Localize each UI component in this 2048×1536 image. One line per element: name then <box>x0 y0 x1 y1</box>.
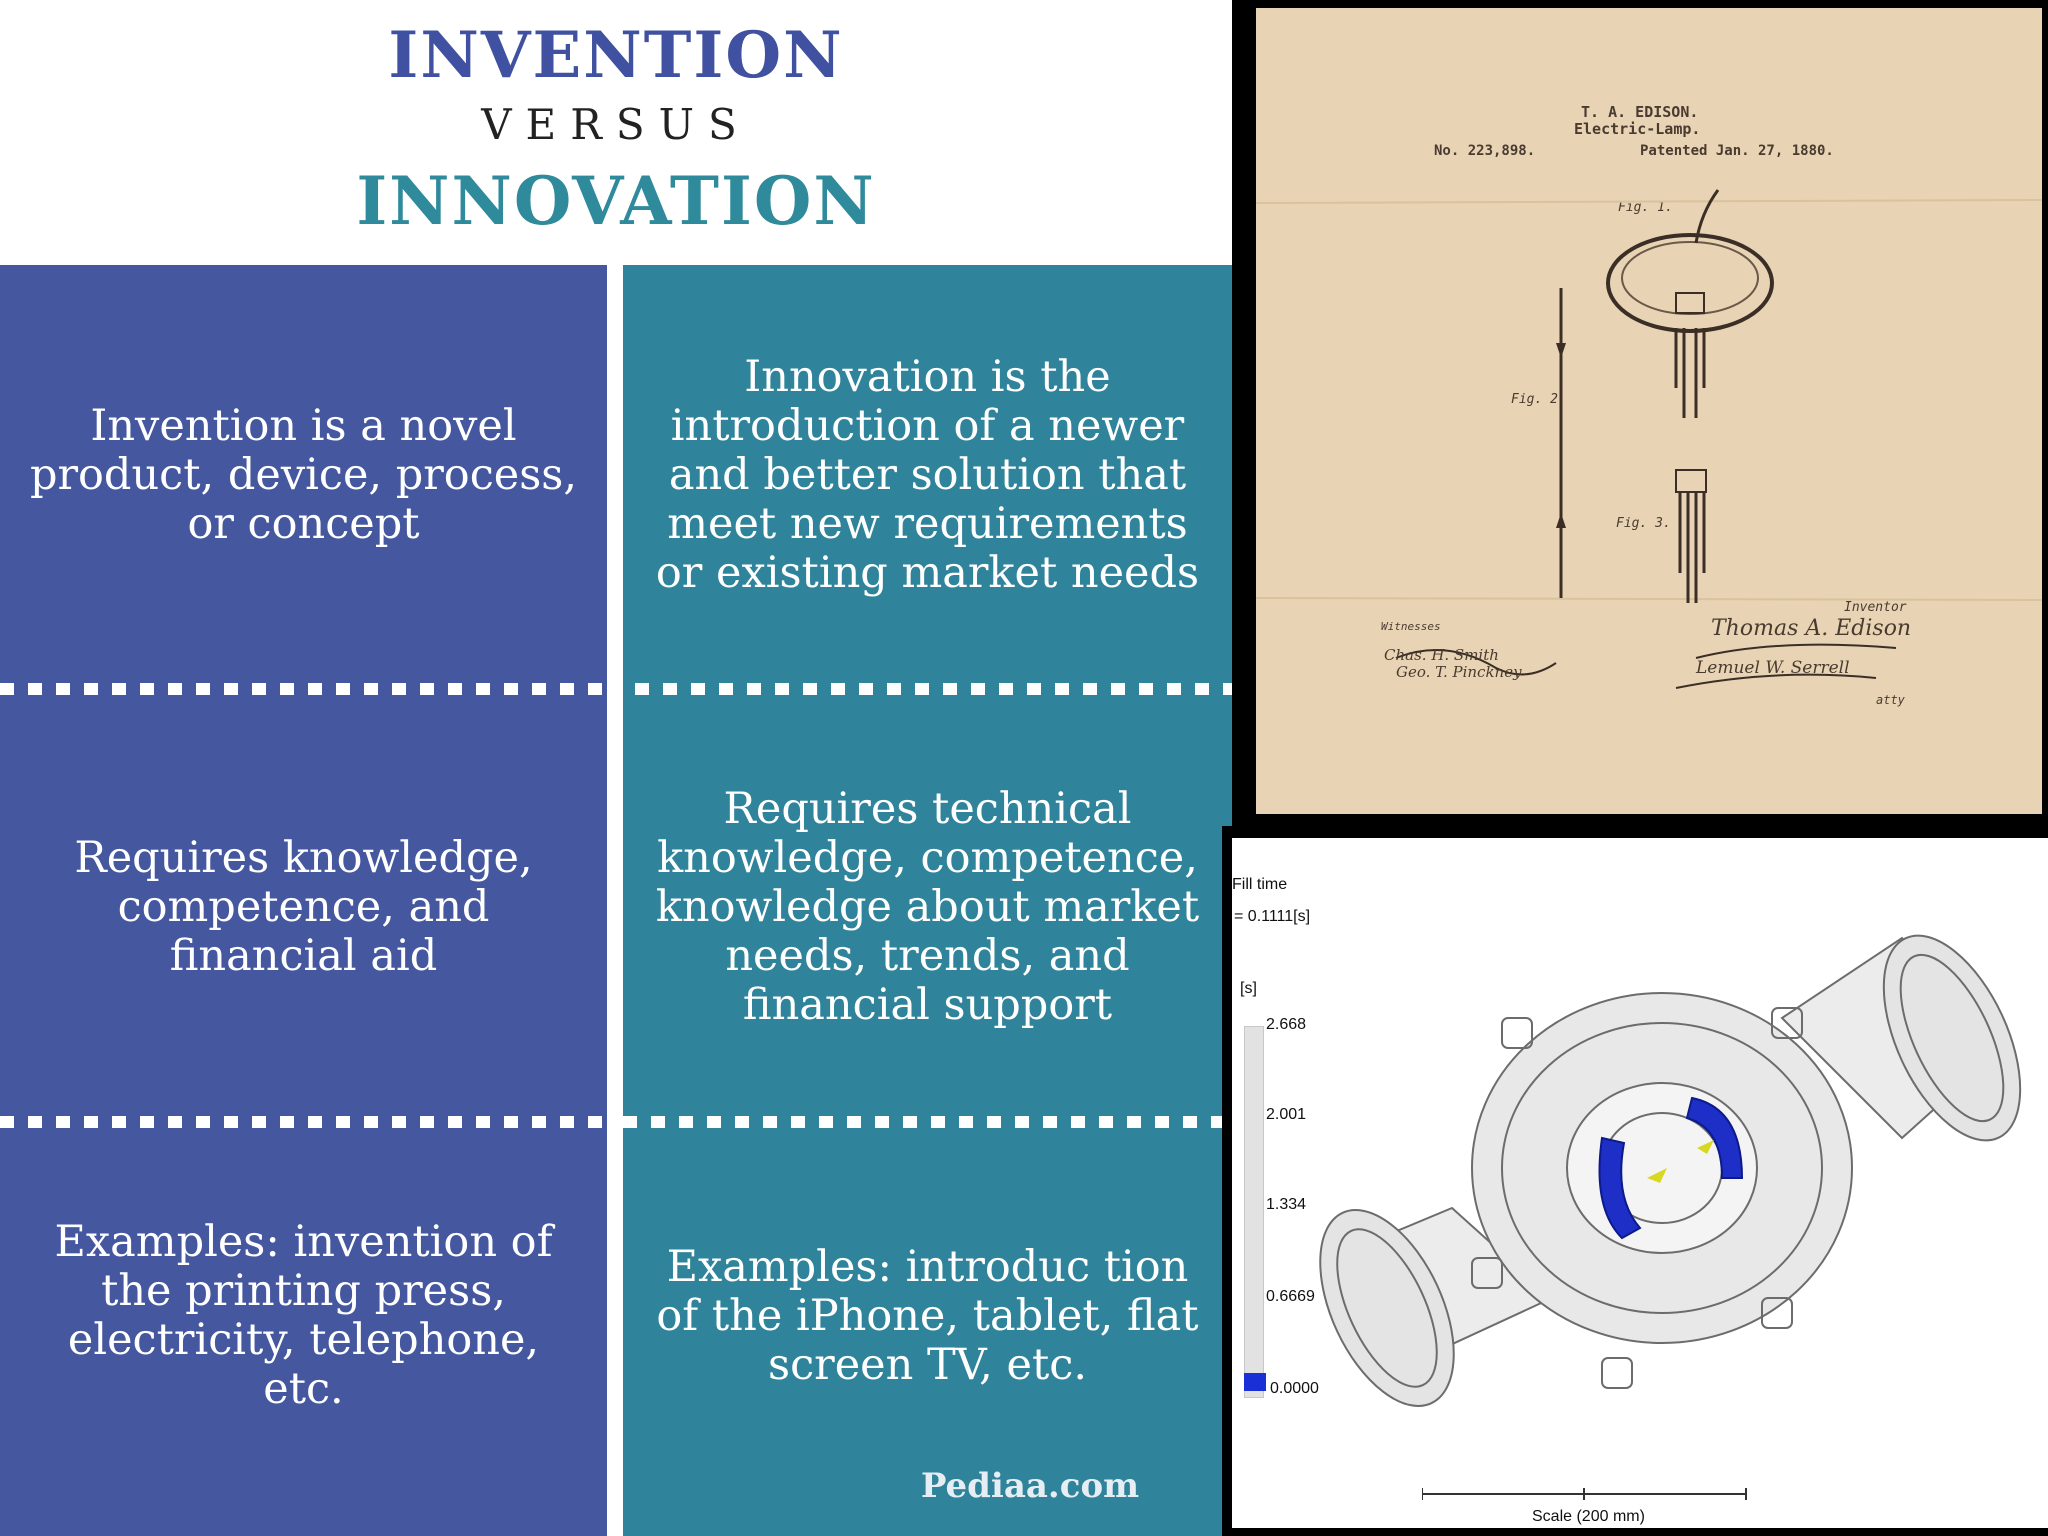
fill-time-value: = 0.1111[s] <box>1234 908 1311 925</box>
patent-inventor-name: T. A. EDISON. <box>1581 103 1699 121</box>
fig-2-label: Fig. 2. <box>1511 392 1566 407</box>
invention-definition: Invention is a novel product, device, pr… <box>29 400 578 549</box>
lamp-drawing <box>1256 189 2042 689</box>
title-invention: INVENTION <box>388 18 844 93</box>
patent-number: No. 223,898. <box>1434 143 1536 159</box>
legend-bar <box>1244 1026 1264 1398</box>
row-divider <box>635 683 1232 695</box>
legend-tick: 0.6669 <box>1266 1288 1315 1305</box>
edison-signature: Thomas A. Edison <box>1711 616 1912 641</box>
legend-tick: 2.001 <box>1266 1106 1307 1123</box>
patent-subject: Electric-Lamp. <box>1574 120 1701 138</box>
invention-examples: Examples: invention of the printing pres… <box>54 1217 553 1414</box>
patent-date: Patented Jan. 27, 1880. <box>1640 143 1834 159</box>
legend-fill-marker <box>1244 1373 1266 1391</box>
legend-unit: [s] <box>1240 980 1257 997</box>
edison-patent-drawing: T. A. EDISON. Electric-Lamp. No. 223,898… <box>1256 8 2042 814</box>
innovation-column <box>623 265 1232 1536</box>
row-divider <box>0 1116 607 1128</box>
attorney-label: atty <box>1876 693 1905 707</box>
fig-3-label: Fig. 3. <box>1616 516 1671 531</box>
site-credit: Pediaa.com <box>920 1466 1140 1506</box>
legend-tick: 1.334 <box>1266 1196 1307 1213</box>
title-innovation: INNOVATION <box>356 162 876 240</box>
title-versus: VERSUS <box>481 100 751 149</box>
innovation-examples: Examples: introduc tion of the iPhone, t… <box>656 1241 1199 1390</box>
fig-1-label: Fig. 1. <box>1618 200 1673 215</box>
witness-signature-1: Chas. H. Smith <box>1384 646 1499 664</box>
invention-requirements: Requires knowledge, competence, and fina… <box>74 833 533 981</box>
row-divider <box>623 1116 1232 1128</box>
fill-time-label: Fill time <box>1232 876 1288 893</box>
legend-tick: 2.668 <box>1266 1016 1307 1033</box>
invention-column <box>0 265 607 1536</box>
row-divider <box>0 683 607 695</box>
witnesses-label: Witnesses <box>1381 620 1441 633</box>
scale-caption: Scale (200 mm) <box>1532 1508 1645 1525</box>
attorney-signature: Lemuel W. Serrell <box>1696 658 1850 678</box>
valve-housing-model <box>1319 934 2022 1407</box>
fill-time-simulation: Fill time = 0.1111[s] [s] 2.668 2.001 1.… <box>1232 838 2048 1528</box>
infographic: INVENTION VERSUS INNOVATION Invention is… <box>0 0 1232 1536</box>
inventor-label: Inventor <box>1844 600 1907 615</box>
witness-signature-2: Geo. T. Pinckney <box>1396 663 1522 681</box>
innovation-definition: Innovation is the introduction of a newe… <box>655 351 1200 598</box>
legend-tick: 0.0000 <box>1270 1380 1319 1397</box>
scale-bar <box>1422 1488 1747 1500</box>
innovation-requirements: Requires technical knowledge, competence… <box>655 784 1200 1030</box>
